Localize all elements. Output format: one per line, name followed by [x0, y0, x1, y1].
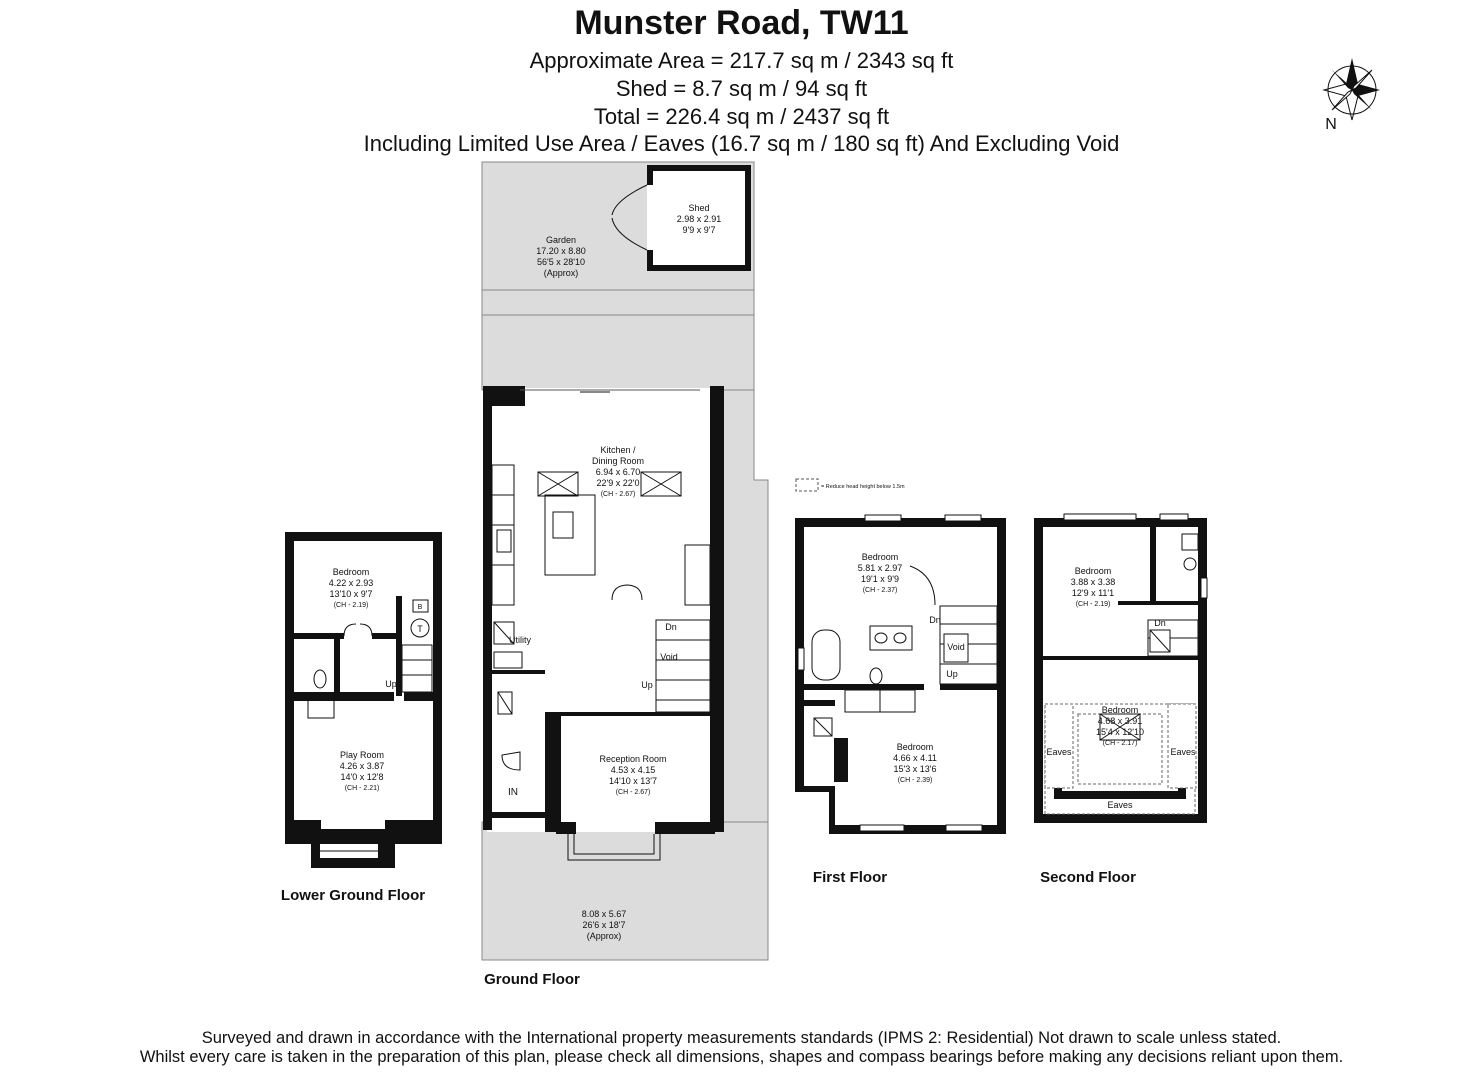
- shed-label: Shed: [688, 203, 709, 213]
- ground-floor-label: Ground Floor: [484, 971, 580, 988]
- water-tank-marker: T: [417, 624, 423, 634]
- ff-bedroom2-label: Bedroom: [897, 742, 934, 752]
- eaves-left-label: Eaves: [1046, 747, 1072, 757]
- reception-ceiling-height: (CH - 2.67): [616, 789, 651, 796]
- first-floor-label: First Floor: [813, 869, 887, 886]
- front-garden-approx-note: (Approx): [587, 931, 622, 941]
- ground-up-marker: Up: [641, 680, 653, 690]
- kitchen-label-line2: Dining Room: [592, 456, 644, 466]
- play-room-label: Play Room: [340, 750, 384, 760]
- entrance-in-marker: IN: [508, 787, 518, 798]
- kitchen-imperial: 22'9 x 22'0: [597, 478, 640, 488]
- front-garden-imperial: 26'6 x 18'7: [583, 920, 626, 930]
- play-room-ceiling-height: (CH - 2.21): [345, 785, 380, 792]
- ff-bedroom1-metric: 5.81 x 2.97: [858, 563, 903, 573]
- sf-bedroom2-imperial: 15'4 x 12'10: [1096, 727, 1144, 737]
- ff-bedroom2-ceiling-height: (CH - 2.39): [898, 777, 933, 784]
- ff-dn-marker: Dn: [929, 615, 941, 625]
- shed-imperial: 9'9 x 9'7: [683, 225, 716, 235]
- ff-bedroom1-ceiling-height: (CH - 2.37): [863, 587, 898, 594]
- reduced-head-height-legend-text: = Reduce head height below 1.5m: [821, 484, 905, 490]
- compass-rose-icon: [1322, 58, 1380, 121]
- ff-up-marker: Up: [946, 669, 958, 679]
- ground-void-marker: Void: [660, 652, 678, 662]
- kitchen-fittings: [491, 464, 711, 771]
- sf-bedroom2-ceiling-height: (CH - 2.17): [1103, 740, 1138, 747]
- compass-north-label: N: [1325, 116, 1337, 133]
- shed: [611, 165, 751, 271]
- approximate-area-line: Approximate Area = 217.7 sq m / 2343 sq …: [529, 48, 954, 73]
- ff-bedroom1-label: Bedroom: [862, 552, 899, 562]
- eaves-right-label: Eaves: [1170, 747, 1196, 757]
- play-room-metric: 4.26 x 3.87: [340, 761, 385, 771]
- ff-bedroom1-imperial: 19'1 x 9'9: [861, 574, 899, 584]
- lg-bedroom-metric: 4.22 x 2.93: [329, 578, 374, 588]
- sf-dn-marker: Dn: [1154, 618, 1166, 628]
- garden-approx-note: (Approx): [544, 268, 579, 278]
- kitchen-metric: 6.94 x 6.70: [596, 467, 641, 477]
- shed-area-line: Shed = 8.7 sq m / 94 sq ft: [615, 76, 868, 101]
- lg-bedroom-label: Bedroom: [333, 567, 370, 577]
- total-area-line: Total = 226.4 sq m / 2437 sq ft: [593, 104, 890, 129]
- reception-metric: 4.53 x 4.15: [611, 765, 656, 775]
- front-garden-metric: 8.08 x 5.67: [582, 909, 627, 919]
- lower-ground-floor-walls: [285, 532, 442, 868]
- footer-disclaimer-line2: Whilst every care is taken in the prepar…: [139, 1048, 1344, 1066]
- boiler-marker: B: [418, 604, 423, 611]
- play-room-imperial: 14'0 x 12'8: [341, 772, 384, 782]
- kitchen-ceiling-height: (CH - 2.67): [601, 491, 636, 498]
- reception-imperial: 14'10 x 13'7: [609, 776, 657, 786]
- second-floor-walls: [1034, 513, 1208, 823]
- ground-floor-walls: [483, 386, 724, 861]
- lower-ground-floor-label: Lower Ground Floor: [281, 887, 425, 904]
- reduced-head-height-legend-swatch: [795, 478, 819, 492]
- eaves-note-line: Including Limited Use Area / Eaves (16.7…: [363, 131, 1120, 156]
- garden-metric: 17.20 x 8.80: [536, 246, 586, 256]
- sf-bedroom2-label: Bedroom: [1102, 705, 1139, 715]
- second-floor-label: Second Floor: [1040, 869, 1136, 886]
- lg-bedroom-ceiling-height: (CH - 2.19): [334, 602, 369, 609]
- reception-label: Reception Room: [599, 754, 666, 764]
- ff-bedroom2-imperial: 15'3 x 13'6: [894, 764, 937, 774]
- garden-imperial: 56'5 x 28'10: [537, 257, 585, 267]
- sf-bedroom1-imperial: 12'9 x 11'1: [1072, 588, 1114, 598]
- sf-bedroom1-ceiling-height: (CH - 2.19): [1076, 601, 1111, 608]
- footer-disclaimer-line1: Surveyed and drawn in accordance with th…: [201, 1029, 1282, 1047]
- ff-void-marker: Void: [947, 642, 965, 652]
- eaves-bottom-label: Eaves: [1107, 800, 1133, 810]
- ff-bedroom2-metric: 4.66 x 4.11: [893, 753, 937, 763]
- sf-bedroom1-label: Bedroom: [1075, 566, 1112, 576]
- kitchen-label-line1: Kitchen /: [600, 445, 636, 455]
- ground-dn-marker: Dn: [665, 622, 677, 632]
- lg-up-marker: Up: [385, 679, 397, 689]
- plan-title: Munster Road, TW11: [574, 4, 909, 42]
- first-floor-walls: [795, 514, 1006, 834]
- sf-bedroom1-metric: 3.88 x 3.38: [1071, 577, 1116, 587]
- garden-label: Garden: [546, 235, 576, 245]
- utility-label: Utility: [509, 635, 531, 645]
- lg-bedroom-imperial: 13'10 x 9'7: [330, 589, 373, 599]
- sf-bedroom2-metric: 4.68 x 3.91: [1098, 716, 1143, 726]
- shed-metric: 2.98 x 2.91: [677, 214, 722, 224]
